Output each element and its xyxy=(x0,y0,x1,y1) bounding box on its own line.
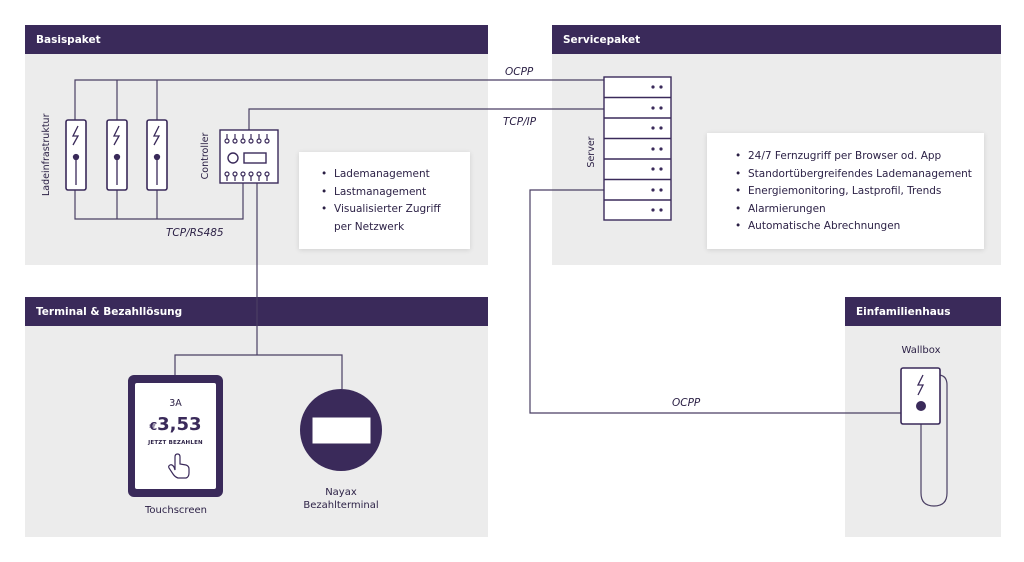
ocpp-line-top xyxy=(74,79,604,120)
service-feature-item: Alarmierungen xyxy=(734,201,976,219)
tcpip-label: TCP/IP xyxy=(503,116,537,128)
wallbox-device xyxy=(900,367,941,425)
service-feature-item: 24/7 Fernzugriff per Browser od. App xyxy=(734,148,976,166)
basis-feature-item: Lastmanagement xyxy=(320,184,460,202)
wallbox-plug xyxy=(916,401,926,411)
hand-pointer-icon xyxy=(168,453,190,479)
screen-amount-value: 3,53 xyxy=(157,414,202,435)
ladeinfrastruktur-label: Ladeinfrastruktur xyxy=(41,113,52,196)
nayax-label-line2: Bezahlterminal xyxy=(303,500,379,511)
wallbox-label: Wallbox xyxy=(901,345,941,356)
wallbox-cable xyxy=(920,374,948,507)
screen-amount-label: 3A xyxy=(169,398,182,409)
screen-amount: €3,53 xyxy=(135,414,216,435)
screen-currency: € xyxy=(149,420,158,433)
nayax-terminal-device xyxy=(300,389,382,471)
controller-label: Controller xyxy=(200,132,211,180)
servicepaket-header: Servicepaket xyxy=(552,25,1001,54)
charger-plugs xyxy=(72,153,161,185)
ocpp-label-top: OCPP xyxy=(505,66,534,78)
lightning-icon xyxy=(71,125,161,146)
nayax-label-line1: Nayax xyxy=(325,487,357,498)
server-label: Server xyxy=(586,136,597,168)
service-feature-item: Energiemonitoring, Lastprofil, Trends xyxy=(734,183,976,201)
service-feature-item: Automatische Abrechnungen xyxy=(734,218,976,236)
terminal-split-line xyxy=(174,354,343,389)
touchscreen-label: Touchscreen xyxy=(145,505,207,516)
ocpp-line-bottom xyxy=(529,189,901,414)
basispaket-features: LademanagementLastmanagementVisualisiert… xyxy=(299,152,470,249)
basis-feature-item: Lademanagement xyxy=(320,166,460,184)
ocpp-label-bottom: OCPP xyxy=(672,397,701,409)
servicepaket-features: 24/7 Fernzugriff per Browser od. AppStan… xyxy=(707,133,984,249)
einfamilienhaus-header: Einfamilienhaus xyxy=(845,297,1001,326)
basis-feature-item: Visualisierter Zugriff per Netzwerk xyxy=(320,201,460,236)
touchscreen-device xyxy=(128,375,223,497)
rs485-line xyxy=(74,183,244,220)
tcpip-line xyxy=(248,108,604,130)
server-leds xyxy=(651,85,663,212)
controller-terminals xyxy=(224,134,270,181)
pay-now-button[interactable]: JETZT BEZAHLEN xyxy=(148,440,203,446)
basispaket-header: Basispaket xyxy=(25,25,488,54)
lightning-icon xyxy=(916,374,925,396)
service-feature-item: Standortübergreifendes Lademanagement xyxy=(734,166,976,184)
tcp-rs485-label: TCP/RS485 xyxy=(166,227,224,239)
